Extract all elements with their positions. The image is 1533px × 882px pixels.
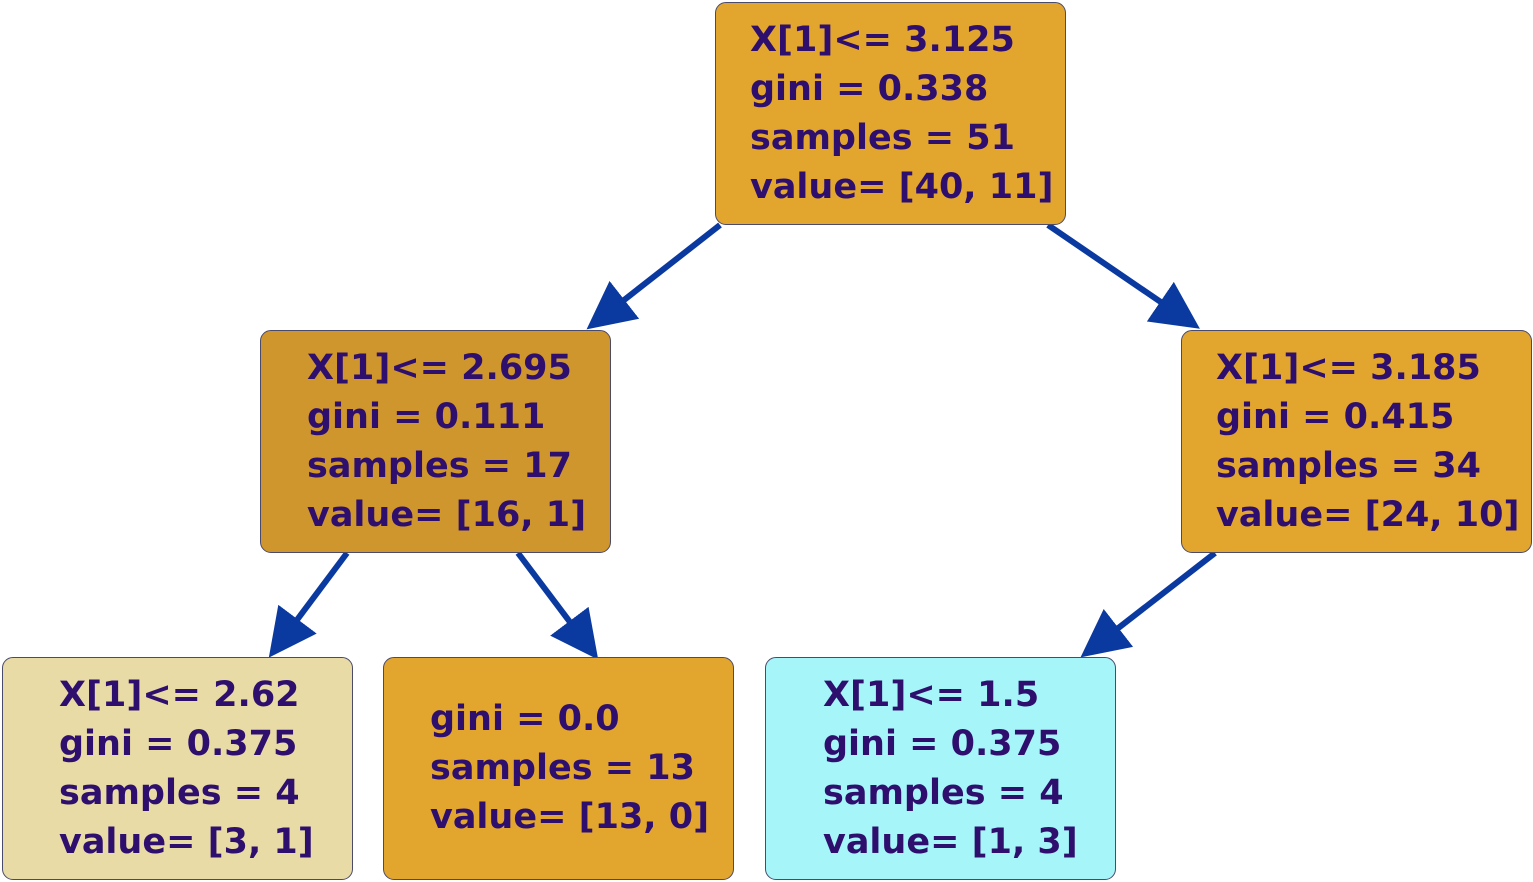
node-gini: gini = 0.415 [1216,396,1455,437]
node-value: value= [1, 3] [823,821,1078,862]
node-split-rule: X[1]<= 3.185 [1216,347,1481,388]
node-value: value= [24, 10] [1216,494,1520,535]
node-samples: samples = 4 [59,772,300,813]
tree-node-right: X[1]<= 3.185 gini = 0.415 samples = 34 v… [1181,330,1532,553]
node-gini: gini = 0.375 [59,723,298,764]
edge-root-to-right [1046,222,1200,329]
node-gini: gini = 0.0 [430,699,620,739]
node-samples: samples = 4 [823,772,1064,813]
tree-node-left-left: X[1]<= 2.62 gini = 0.375 samples = 4 val… [2,657,353,880]
node-split-rule: X[1]<= 3.125 [750,19,1015,60]
node-split-rule: X[1]<= 1.5 [823,674,1040,715]
node-samples: samples = 17 [307,445,572,486]
node-gini: gini = 0.338 [750,68,989,109]
tree-node-left-right-leaf: gini = 0.0 samples = 13 value= [13, 0] [383,657,734,880]
node-value: value= [13, 0] [430,797,710,837]
node-samples: samples = 51 [750,117,1015,158]
node-samples: samples = 13 [430,748,695,788]
tree-node-left: X[1]<= 2.695 gini = 0.111 samples = 17 v… [260,330,611,553]
node-split-rule: X[1]<= 2.62 [59,674,300,715]
node-samples: samples = 34 [1216,445,1481,486]
edge-right-to-right-left [1080,550,1217,658]
node-split-rule: X[1]<= 2.695 [307,347,572,388]
node-value: value= [40, 11] [750,166,1054,207]
node-gini: gini = 0.375 [823,723,1062,764]
node-value: value= [3, 1] [59,821,314,862]
edge-root-to-left [586,222,722,330]
edge-left-to-left-left [268,551,350,658]
node-gini: gini = 0.111 [307,396,546,437]
edge-left-to-left-right [515,551,599,660]
tree-node-right-left: X[1]<= 1.5 gini = 0.375 samples = 4 valu… [765,657,1116,880]
tree-node-root: X[1]<= 3.125 gini = 0.338 samples = 51 v… [715,2,1066,225]
node-value: value= [16, 1] [307,494,587,535]
